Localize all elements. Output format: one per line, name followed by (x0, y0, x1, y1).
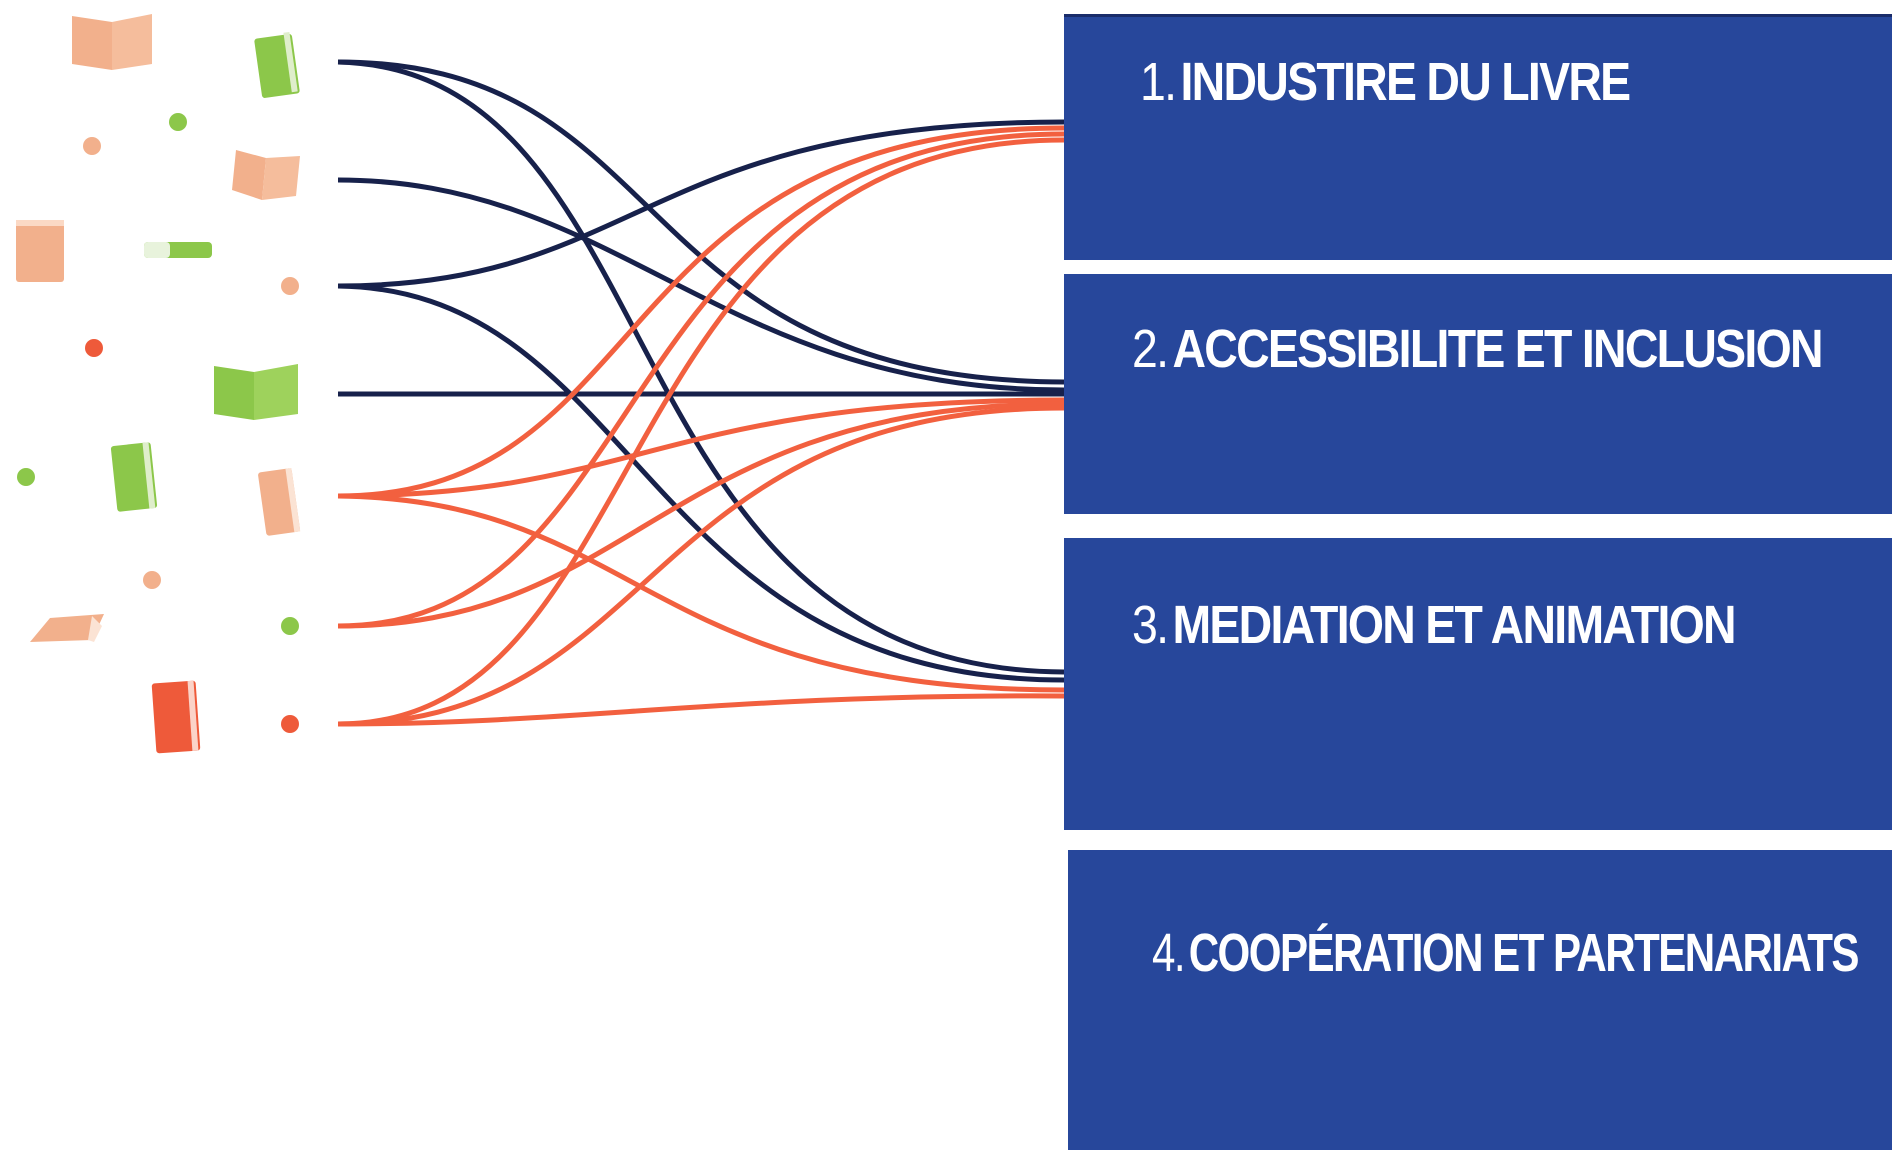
panel-industrie-du-livre: 1.INDUSTIRE DU LIVRE (1064, 14, 1892, 260)
connector-line (337, 177, 1065, 393)
open-book-icon (214, 364, 298, 420)
panel-mediation-et-animation: 3.MEDIATION ET ANIMATION (1064, 538, 1892, 830)
panel-number: 4. (1152, 923, 1186, 983)
panel-label: 1.INDUSTIRE DU LIVRE (1140, 51, 1631, 113)
connector-line (337, 119, 1065, 289)
closed-book-icon (16, 220, 64, 282)
panel-cooperation-et-partenariats: 4.COOPÉRATION ET PARTENARIATS (1068, 850, 1892, 1150)
panel-accessibilite-et-inclusion: 2.ACCESSIBILITE ET INCLUSION (1064, 274, 1892, 514)
panel-title: ACCESSIBILITE ET INCLUSION (1172, 319, 1823, 379)
connector-line (337, 125, 1065, 499)
connector-line (337, 693, 1065, 727)
closed-book-icon (258, 467, 301, 536)
connector-line (337, 493, 1065, 693)
dot-icon (143, 571, 161, 589)
panel-number: 1. (1140, 52, 1177, 112)
dots (17, 113, 299, 733)
orange-connection-lines (337, 125, 1065, 727)
dot-icon (281, 277, 299, 295)
book-icons (16, 14, 301, 754)
connector-line (337, 283, 1065, 683)
connector-line (337, 397, 1065, 499)
panel-title: INDUSTIRE DU LIVRE (1180, 52, 1631, 112)
closed-book-icon (254, 31, 300, 98)
connector-line (337, 59, 1065, 385)
panel-label: 3.MEDIATION ET ANIMATION (1132, 594, 1737, 656)
navy-connection-lines (337, 59, 1065, 683)
connector-line (337, 131, 1065, 629)
connector-line (337, 405, 1065, 727)
panel-number: 2. (1132, 319, 1169, 379)
panel-label: 2.ACCESSIBILITE ET INCLUSION (1132, 318, 1824, 380)
dot-icon (169, 113, 187, 131)
dot-icon (85, 339, 103, 357)
closed-book-icon (151, 680, 201, 754)
panel-number: 3. (1132, 595, 1169, 655)
open-book-icon (72, 14, 152, 70)
connector-line (337, 401, 1065, 629)
panel-label: 4.COOPÉRATION ET PARTENARIATS (1152, 922, 1860, 984)
open-book-icon (30, 614, 104, 642)
connector-line (337, 137, 1065, 727)
closed-book-icon (144, 242, 212, 258)
dot-icon (281, 715, 299, 733)
panel-title: MEDIATION ET ANIMATION (1172, 595, 1736, 655)
panel-title: COOPÉRATION ET PARTENARIATS (1188, 923, 1860, 983)
dot-icon (281, 617, 299, 635)
open-book-icon (232, 150, 300, 200)
closed-book-icon (110, 442, 158, 512)
dot-icon (17, 468, 35, 486)
dot-icon (83, 137, 101, 155)
